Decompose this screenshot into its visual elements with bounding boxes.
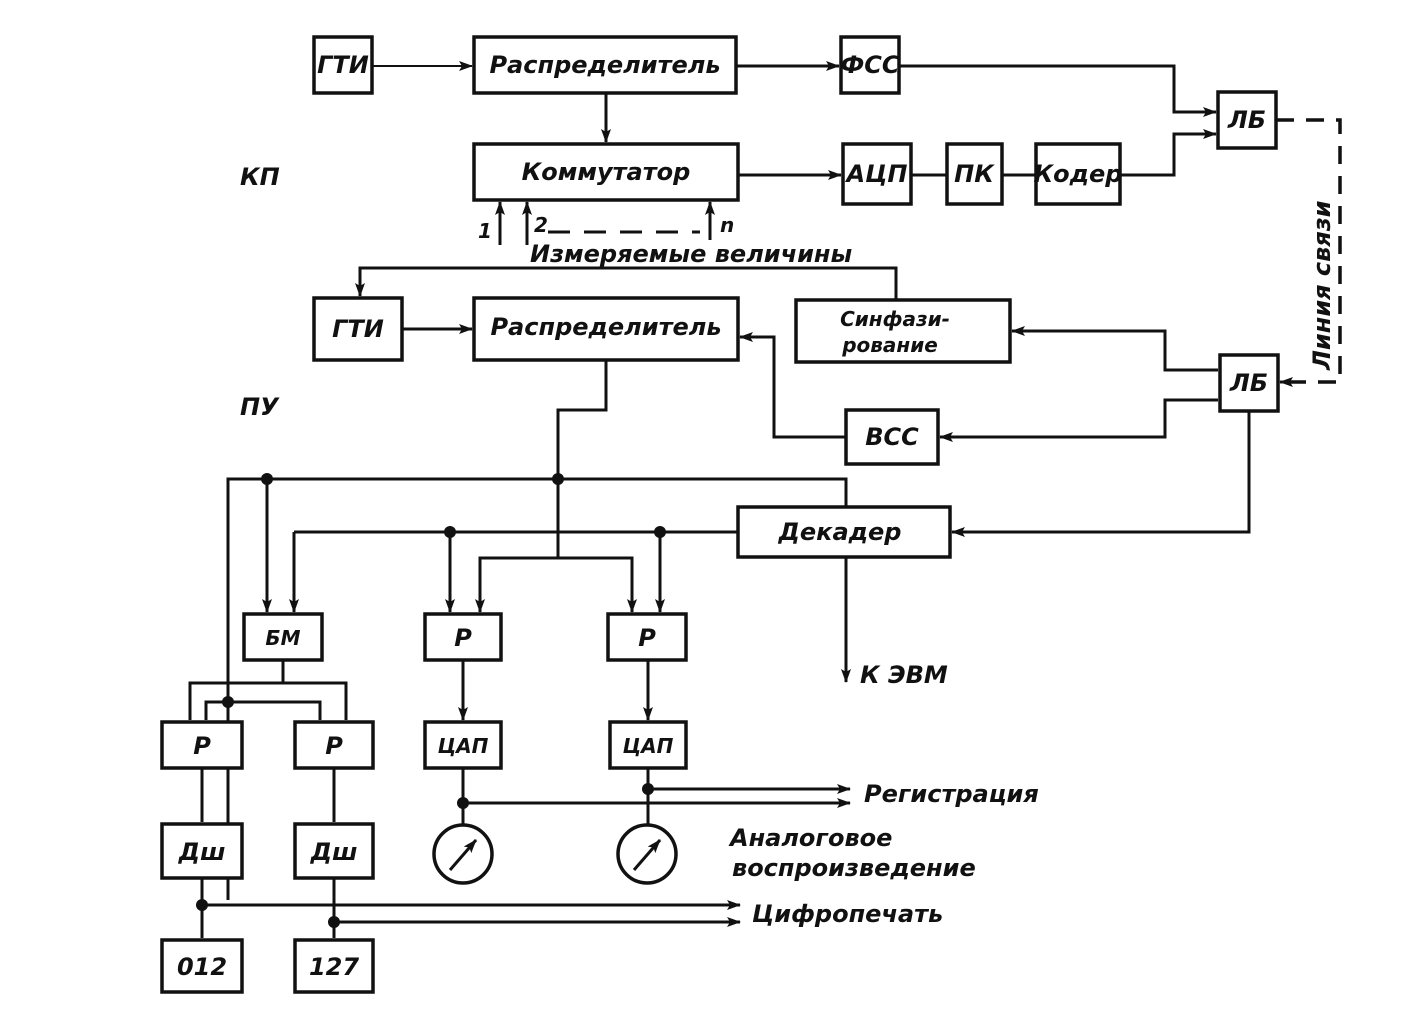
input-label-1: 1	[478, 219, 492, 243]
junction-dot-icon	[552, 473, 564, 485]
rx-dac-1-block: ЦАП	[423, 720, 503, 770]
rx-lb-label: ЛБ	[1229, 369, 1268, 397]
tx-adc-label: АЦП	[845, 160, 908, 188]
conn-bus-r-digital	[204, 700, 322, 720]
digital-print-label: Цифропечать	[752, 900, 943, 928]
rx-dsh-2-label: Дш	[310, 838, 358, 866]
conn-bm-r1	[188, 660, 285, 720]
tx-lb-block: ЛБ	[1216, 90, 1278, 150]
input-label-n: n	[720, 213, 734, 237]
rx-dac-2-block: ЦАП	[608, 720, 688, 770]
rx-sync-block: Синфази- рование	[794, 298, 1012, 364]
rx-decoder-block: Декадер	[736, 505, 952, 559]
rx-r-analog-2-block: Р	[606, 612, 688, 662]
rx-r-digital-1-label: Р	[193, 732, 211, 760]
conn-vss-distributor	[739, 332, 846, 439]
rx-decoder-label: Декадер	[778, 518, 902, 546]
junction-dot-icon	[222, 696, 234, 708]
rx-sync-label-1: Синфази-	[840, 307, 950, 331]
rx-r-analog-1-label: Р	[454, 624, 472, 652]
tx-pk-block: ПК	[945, 142, 1004, 206]
rx-r-digital-2-label: Р	[325, 732, 343, 760]
measured-quantities-label: Измеряемые величины	[530, 240, 852, 268]
tx-distributor-block: Распределитель	[472, 35, 738, 95]
section-label-pu: ПУ	[240, 393, 280, 421]
gauge-meter-icon	[432, 823, 494, 885]
tx-fss-label: ФСС	[840, 51, 899, 79]
tx-gti-block: ГТИ	[312, 35, 374, 95]
rx-dac-2-label: ЦАП	[623, 734, 674, 758]
conn-sync-gti	[355, 266, 898, 300]
conn-lb-sync	[1011, 326, 1218, 372]
conn-lb-vss	[939, 398, 1218, 442]
rx-distributor-block: Распределитель	[472, 296, 740, 362]
rx-display-1-label: 012	[177, 953, 227, 981]
rx-bm-block: БМ	[242, 612, 324, 662]
rx-r-analog-1-block: Р	[423, 612, 503, 662]
tx-adc-block: АЦП	[841, 142, 913, 206]
rx-vss-block: ВСС	[844, 408, 940, 466]
rx-dsh-1-block: Дш	[160, 822, 244, 880]
rx-r-digital-2-block: Р	[293, 720, 375, 770]
tx-distributor-label: Распределитель	[489, 51, 720, 79]
rx-dac-1-label: ЦАП	[438, 734, 489, 758]
conn-lb-decoder	[951, 411, 1251, 537]
rx-gti-block: ГТИ	[312, 296, 404, 362]
conn-distributor-bus	[556, 360, 608, 558]
tx-fss-block: ФСС	[839, 35, 901, 95]
tx-coder-label: Кодер	[1034, 160, 1123, 188]
to-computer-label: К ЭВМ	[860, 661, 948, 689]
section-label-kp: КП	[240, 163, 280, 191]
analog-playback-label-2: воспроизведение	[732, 854, 976, 882]
bus-distributor-split	[478, 556, 634, 612]
bus-upper	[226, 477, 848, 900]
rx-gti-label: ГТИ	[332, 315, 384, 343]
conn-fss-lb	[899, 64, 1217, 117]
rx-lb-block: ЛБ	[1218, 353, 1280, 413]
rx-display-2-block: 127	[293, 938, 375, 994]
communication-line-label: Линия связи	[1308, 200, 1336, 371]
rx-r-digital-1-block: Р	[160, 720, 244, 770]
rx-display-2-label: 127	[309, 953, 359, 981]
tx-gti-label: ГТИ	[317, 51, 369, 79]
rx-bm-label: БМ	[265, 626, 300, 650]
rx-r-analog-2-label: Р	[638, 624, 656, 652]
conn-bm-r2	[283, 681, 348, 720]
rx-sync-label-2: рование	[841, 333, 938, 357]
conn-coder-lb	[1120, 129, 1217, 177]
registration-label: Регистрация	[864, 780, 1039, 808]
tx-coder-block: Кодер	[1034, 142, 1123, 206]
input-label-2: 2	[534, 213, 548, 237]
rx-dsh-1-label: Дш	[178, 838, 226, 866]
rx-dsh-2-block: Дш	[293, 822, 375, 880]
tx-commutator-block: Коммутатор	[472, 142, 740, 202]
tx-commutator-label: Коммутатор	[522, 158, 691, 186]
gauge-meter-icon	[616, 823, 678, 885]
rx-vss-label: ВСС	[865, 423, 919, 451]
communication-line	[1276, 118, 1342, 384]
analog-playback-label-1: Аналоговое	[728, 824, 892, 852]
rx-distributor-label: Распределитель	[490, 313, 721, 341]
tx-lb-label: ЛБ	[1227, 106, 1266, 134]
rx-display-1-block: 012	[160, 938, 244, 994]
tx-pk-label: ПК	[954, 160, 995, 188]
